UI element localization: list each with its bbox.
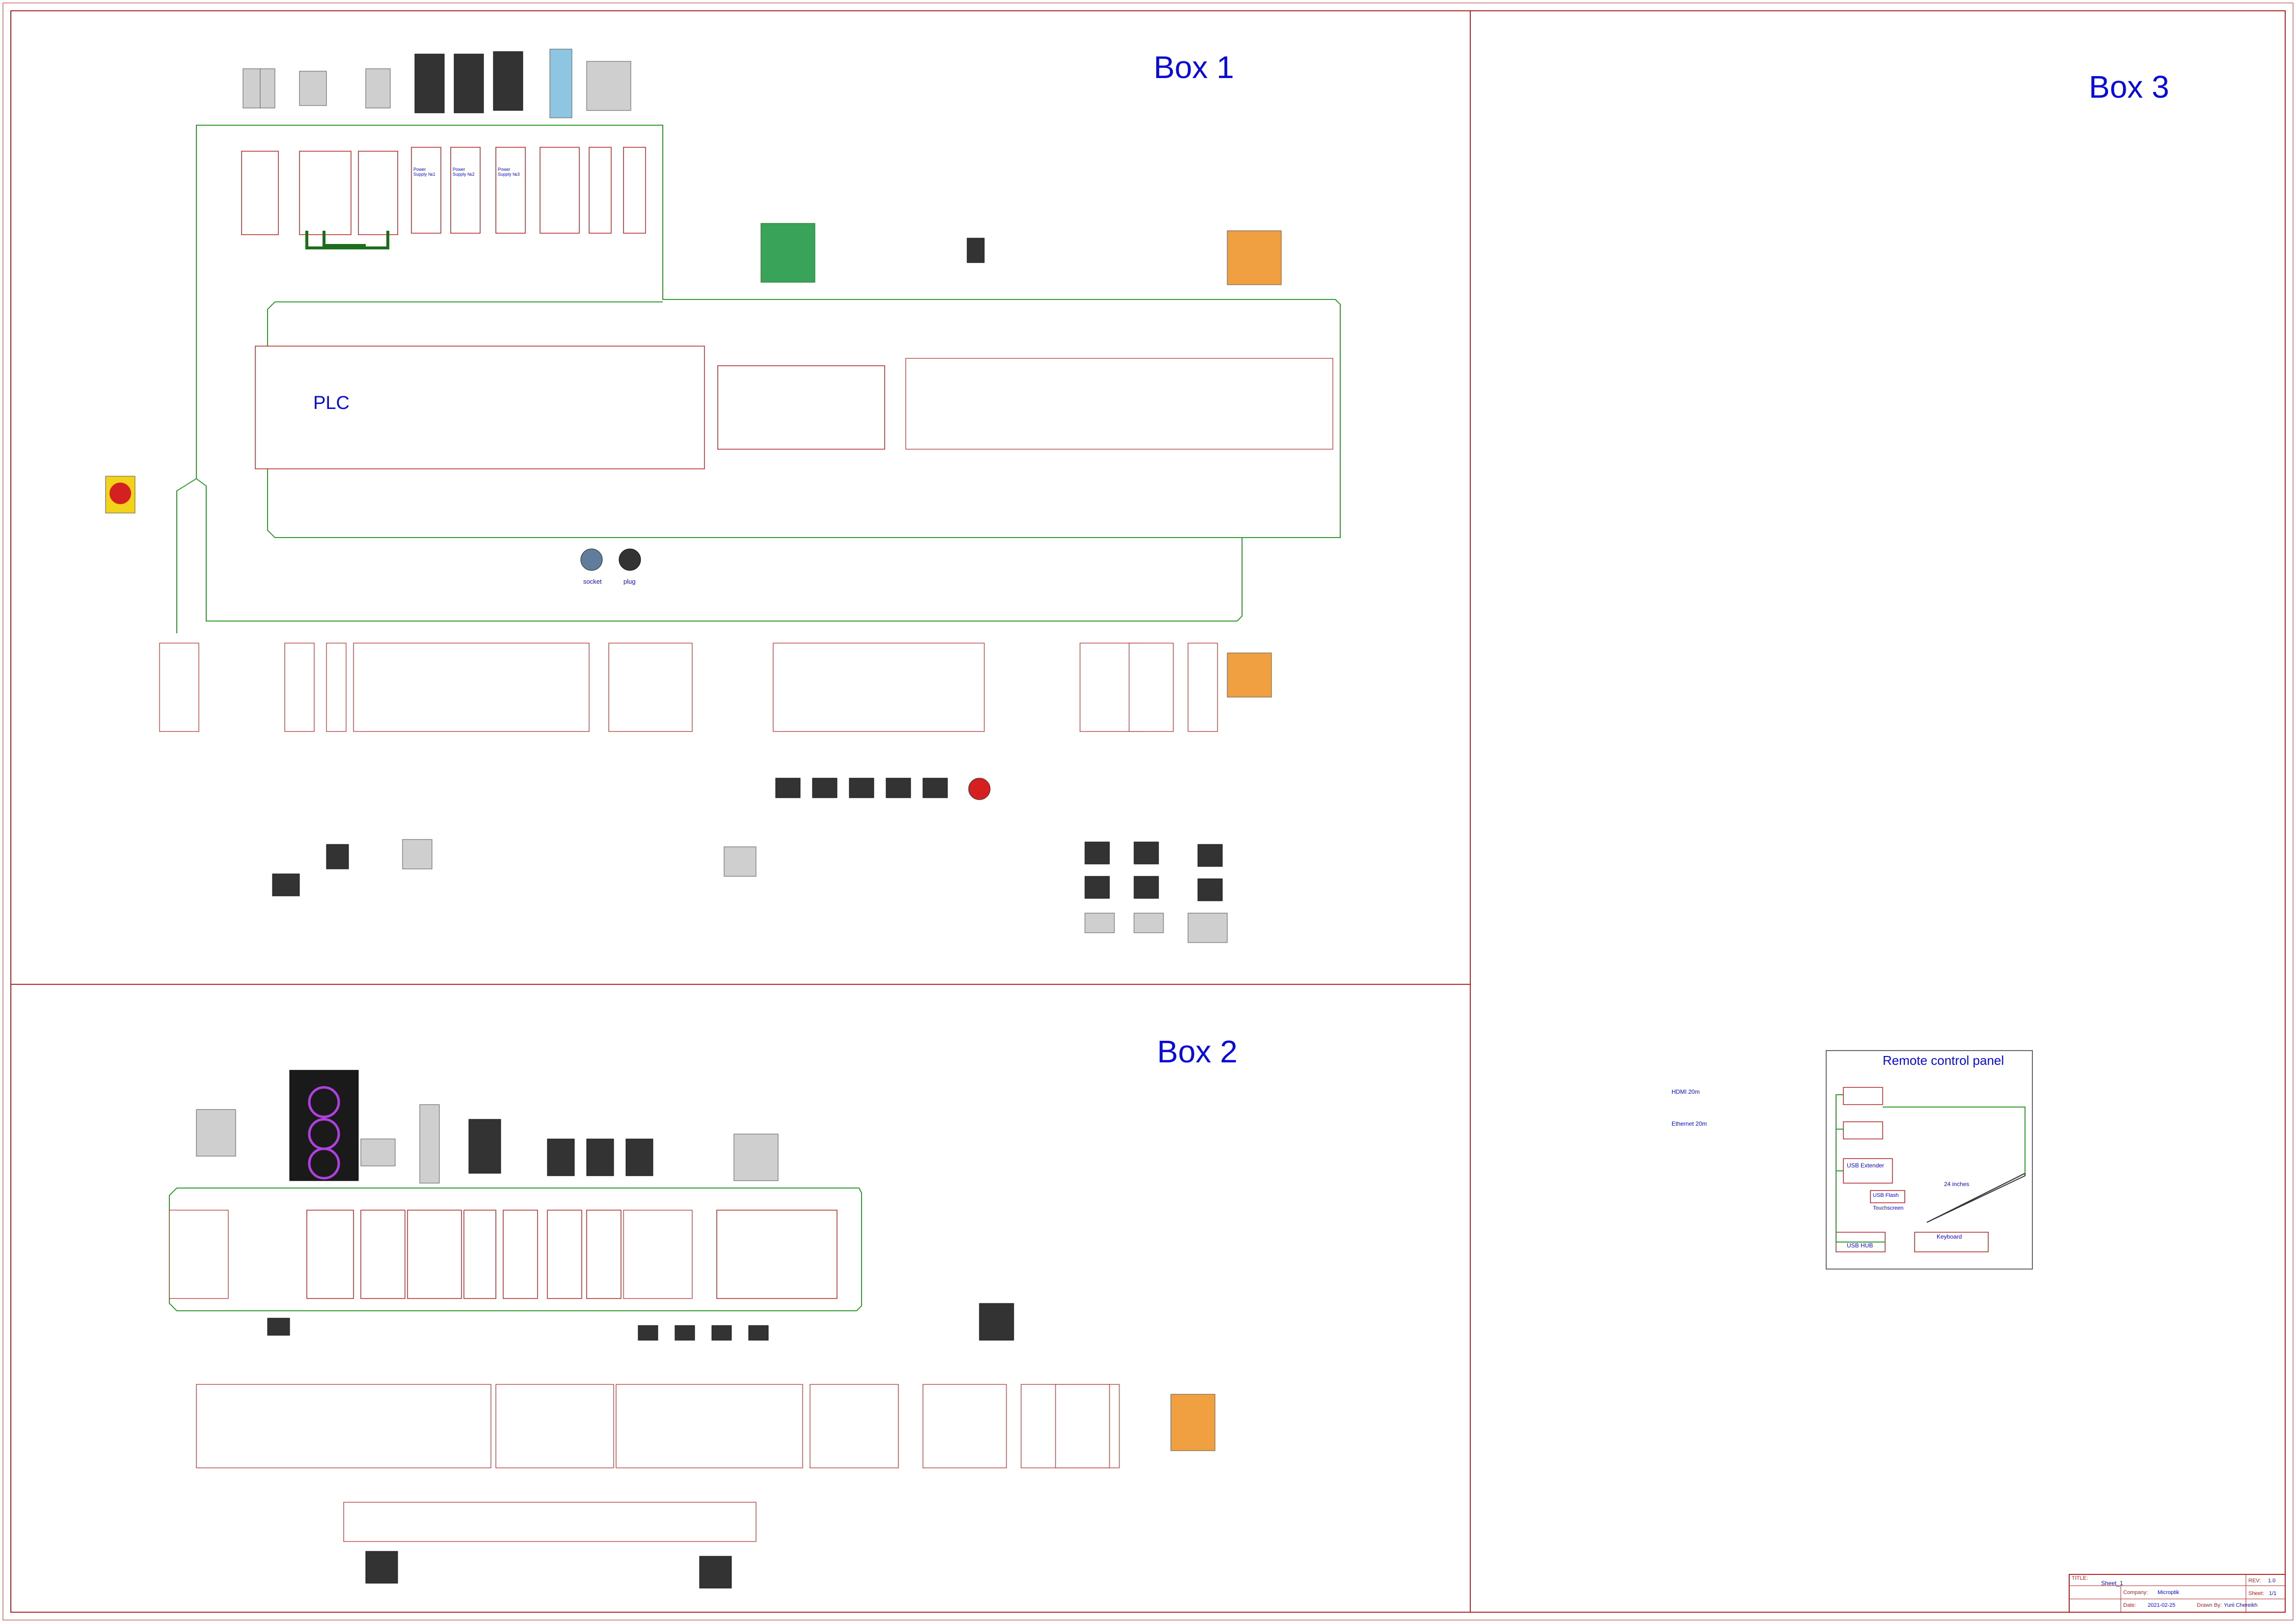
- socket-photo: [580, 548, 603, 571]
- box1-main-wire-loop: [196, 125, 1341, 538]
- tb-sheet-label: Sheet:: [2248, 1591, 2264, 1596]
- touchscreen-label: Touchscreen: [1873, 1205, 1904, 1211]
- usb-flash-label: USB Flash: [1873, 1192, 1899, 1198]
- plug-label: plug: [623, 578, 636, 585]
- usb-hub-label: USB HUB: [1847, 1242, 1873, 1249]
- terminal-block-row-top: [717, 365, 885, 450]
- box2-main-wire-loop: [169, 1188, 862, 1311]
- remote-panel-title: Remote control panel: [1883, 1053, 2004, 1068]
- plc-block: [255, 346, 705, 469]
- remote-panel-internals: [1836, 1087, 2026, 1252]
- tb-title-label: TITLE:: [2072, 1575, 2088, 1581]
- tb-drawn: Yurii Chereikh: [2224, 1602, 2258, 1608]
- screen-size-label: 24 inches: [1944, 1181, 1970, 1188]
- box2-device-photos: [196, 1070, 1216, 1451]
- tb-drawn-label: Drawn By:: [2197, 1602, 2222, 1608]
- tb-company-label: Company:: [2123, 1590, 2148, 1596]
- box1-bold-wire: [305, 231, 389, 249]
- title-block: [2069, 1574, 2286, 1613]
- box1-lower-terminals: [159, 643, 1218, 732]
- box1-sensor-photos: [272, 652, 1272, 943]
- box1-device-photos: [243, 49, 631, 118]
- psu-3-label: Power Supply №3: [498, 167, 520, 177]
- box2-upper-modules: [169, 1210, 837, 1299]
- switch-photo: [967, 238, 985, 263]
- tb-rev: 1.0: [2268, 1578, 2276, 1584]
- psu-1-label: Power Supply №1: [413, 167, 435, 177]
- tb-date-label: Date:: [2123, 1602, 2136, 1608]
- tb-sheet: 1/1: [2269, 1591, 2277, 1596]
- relay-module-photo: [760, 223, 815, 283]
- hdmi-cable-label: HDMI 20m: [1672, 1088, 1700, 1095]
- tb-title: Sheet_1: [2101, 1580, 2123, 1587]
- wago-connector-photo: [1227, 230, 1282, 285]
- tb-rev-label: REV:: [2248, 1578, 2261, 1584]
- box1-title: Box 1: [1154, 50, 1234, 85]
- plug-photo: [619, 548, 641, 571]
- keyboard-label: Keyboard: [1937, 1233, 1962, 1240]
- box2-title: Box 2: [1157, 1034, 1238, 1069]
- tb-date: 2021-02-25: [2148, 1602, 2176, 1608]
- sheet-border-inner: [10, 10, 2286, 1613]
- remote-control-panel-frame: [1826, 1050, 2033, 1270]
- main-switch-photo: [105, 476, 135, 514]
- tb-company: Microptik: [2158, 1590, 2180, 1596]
- socket-label: socket: [583, 578, 602, 585]
- box2-lower-terminals: [196, 1318, 1120, 1589]
- terminal-strip-right-top: [905, 358, 1333, 450]
- ethernet-cable-label: Ethernet 20m: [1672, 1120, 1707, 1127]
- usb-extender-label: USB Extender: [1847, 1162, 1885, 1169]
- plc-label: PLC: [313, 393, 350, 413]
- box3-title: Box 3: [2089, 69, 2169, 105]
- box1-top-modules: [241, 147, 646, 235]
- psu-2-label: Power Supply №2: [453, 167, 475, 177]
